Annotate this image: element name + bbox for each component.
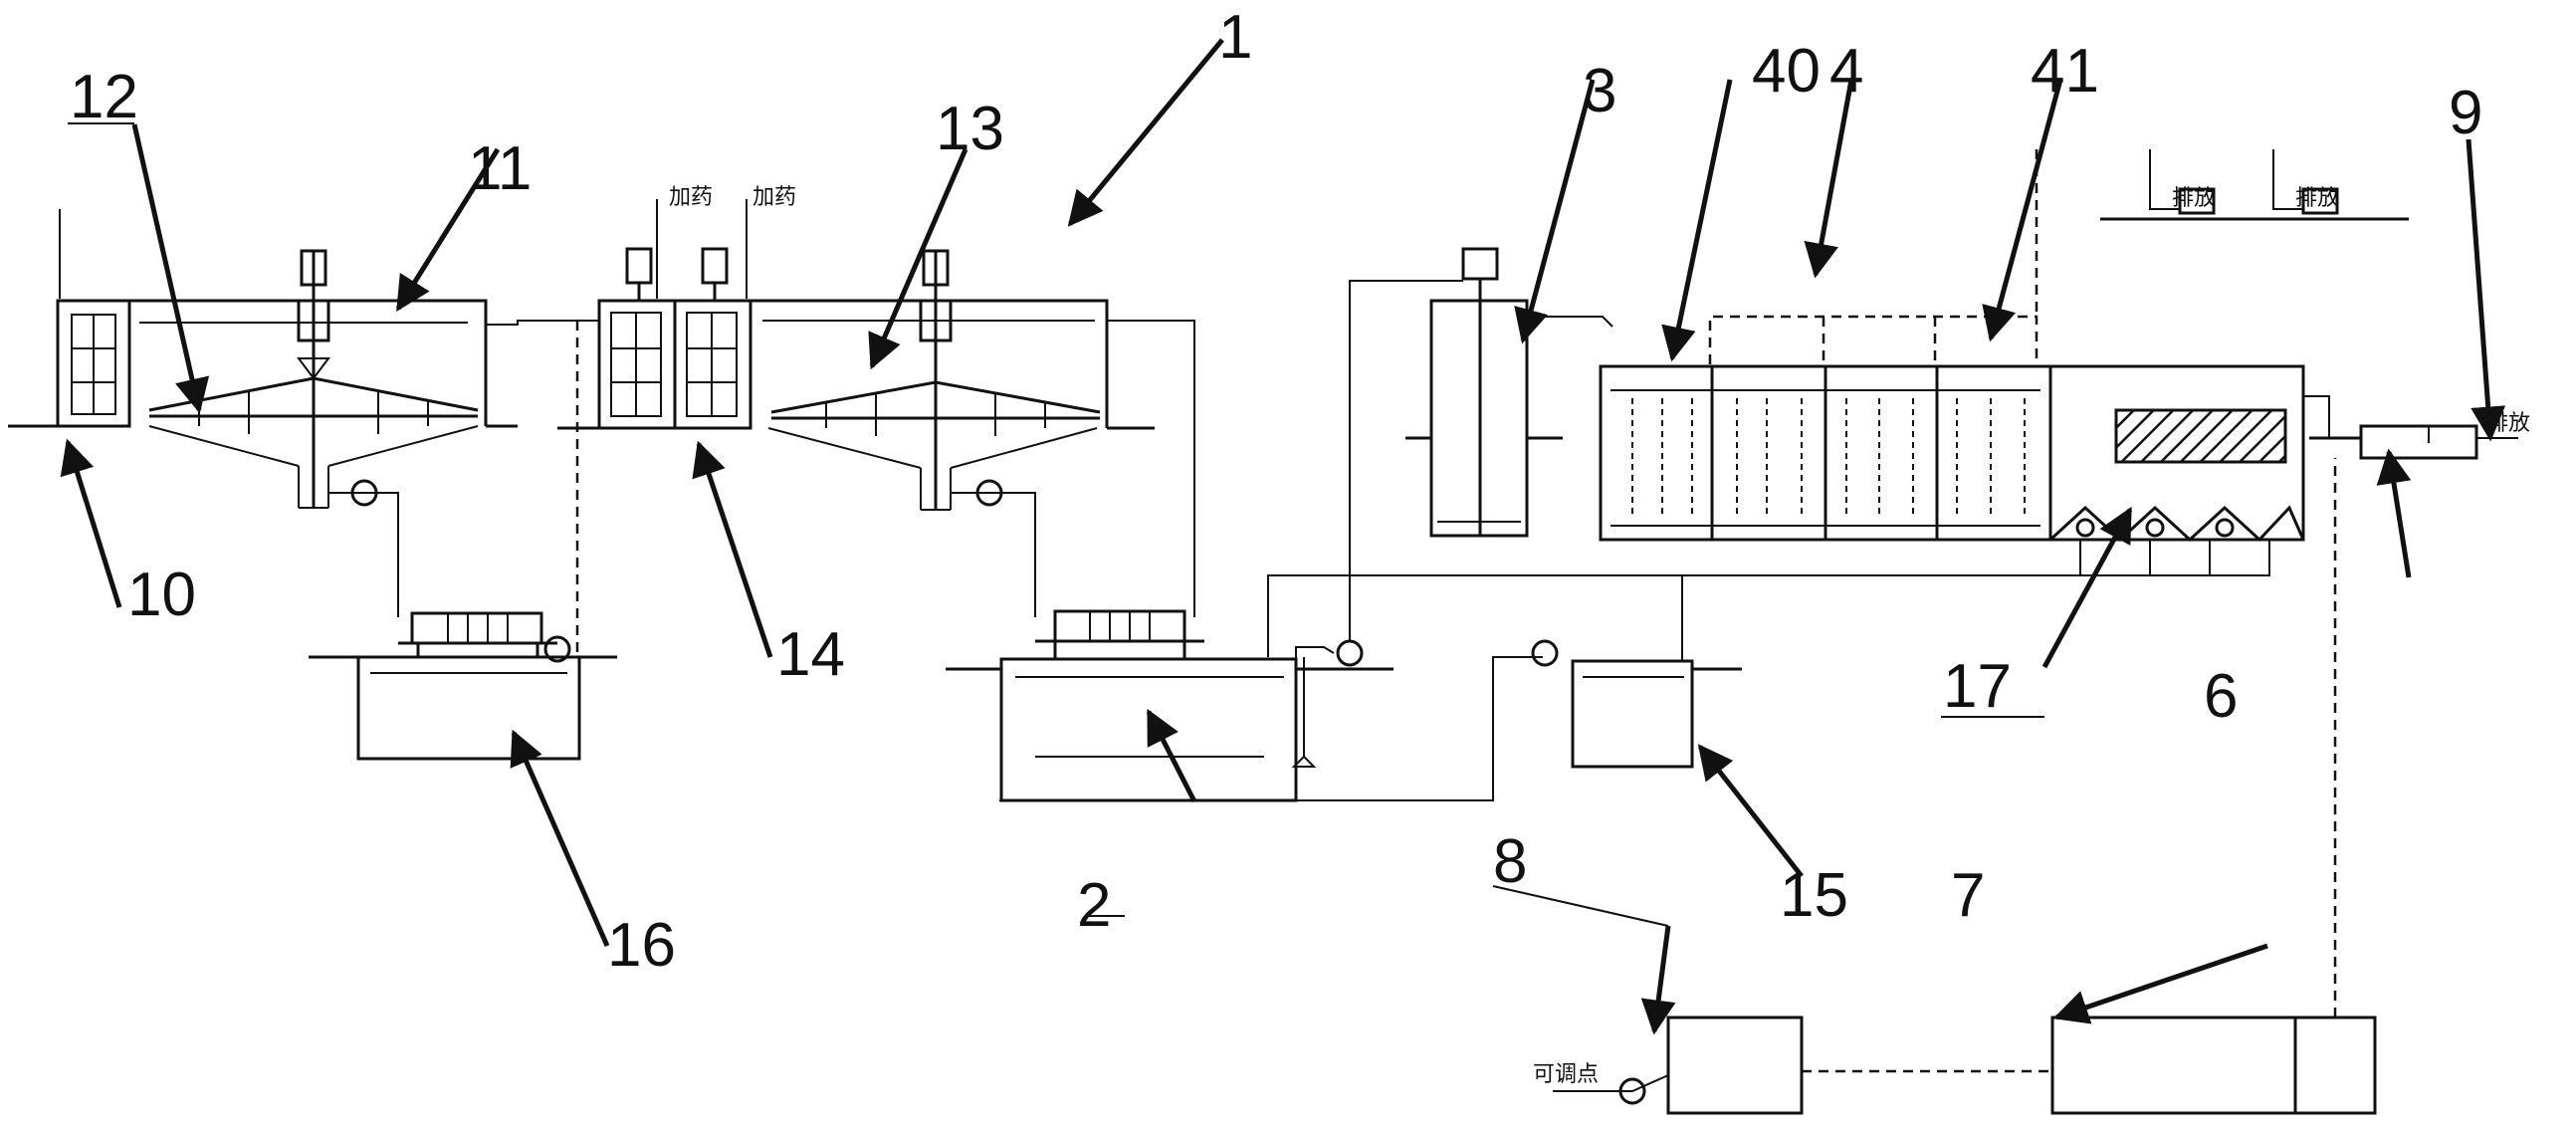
- annotation-discharge-main: 排放: [2486, 411, 2530, 436]
- dashed-connections-lower: [1802, 458, 2337, 1073]
- annotation-dosing-1: 加药: [669, 185, 713, 210]
- label-15: 15: [1780, 861, 1848, 930]
- label-2: 2: [1077, 871, 1111, 940]
- unit-16-sludge-tank: [356, 611, 581, 761]
- label-1: 1: [1218, 3, 1252, 72]
- label-41: 41: [2031, 37, 2099, 106]
- label-13: 13: [936, 95, 1004, 163]
- unit-10-reaction-tank: [56, 209, 131, 428]
- label-14: 14: [776, 620, 845, 689]
- label-11: 11: [468, 134, 532, 203]
- unit-8-tank: [1553, 1016, 1804, 1115]
- unit-15-tank: [1571, 575, 1694, 769]
- unit-3-tank: [1429, 247, 1613, 538]
- label-3: 3: [1583, 57, 1616, 125]
- pipe-to-unit-3: [999, 280, 2269, 801]
- label-12: 12: [70, 63, 138, 131]
- label-10: 10: [127, 561, 196, 629]
- connecting-pipes-upper: [328, 320, 1195, 659]
- label-4: 4: [1829, 37, 1863, 106]
- unit-2-regulating-tank: [999, 609, 1335, 802]
- reference-numbers: 1 2 3 4 6 7 8 9 10 11 12 13 14 15 16 17 …: [70, 3, 2482, 980]
- annotations: 加药 加药 排放 排放 排放 可调点: [669, 185, 2530, 1087]
- annotation-dosing-2: 加药: [752, 185, 796, 210]
- label-6: 6: [2204, 662, 2238, 731]
- discharge-symbols-top: [2149, 149, 2339, 215]
- label-17: 17: [1943, 652, 2012, 721]
- media-strings: [1631, 398, 2026, 518]
- ground-lines: [8, 217, 2409, 671]
- pump-symbols: [350, 479, 1559, 667]
- unit-14-reaction-tanks: [597, 199, 752, 430]
- label-underlines: [68, 122, 2044, 927]
- unit-7-tank: [2050, 1016, 2377, 1115]
- annotation-discharge-top-2: 排放: [2295, 186, 2339, 211]
- annotation-inlet: 可调点: [1533, 1062, 1599, 1087]
- annotation-discharge-top-1: 排放: [2172, 186, 2216, 211]
- label-7: 7: [1951, 861, 1985, 930]
- label-40: 40: [1752, 37, 1821, 106]
- leader-lines: [60, 38, 2506, 1035]
- unit-13-clarifier: [751, 249, 1109, 511]
- label-8: 8: [1493, 827, 1527, 896]
- label-9: 9: [2449, 79, 2482, 147]
- label-16: 16: [607, 911, 676, 980]
- unit-17-settling-tank: [2048, 364, 2361, 576]
